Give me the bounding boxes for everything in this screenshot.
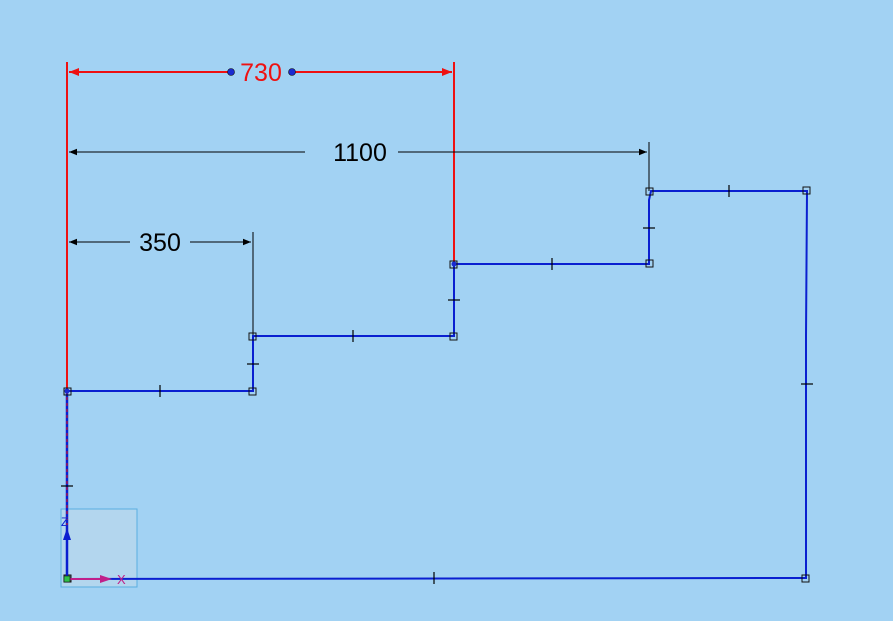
x-axis-label: X (117, 572, 126, 587)
dimension-350[interactable]: 350 (69, 229, 254, 336)
vertex-markers[interactable] (63, 186, 811, 583)
vertex-marker[interactable] (248, 332, 257, 341)
dimension-730-handle-right[interactable] (288, 68, 296, 76)
z-axis-label: Z (61, 515, 68, 529)
midpoint-markers (61, 185, 813, 584)
vertex-marker[interactable] (801, 574, 810, 583)
vertex-marker[interactable] (449, 332, 458, 341)
x-axis-arrow (100, 575, 112, 583)
vertex-dot-step (451, 261, 457, 267)
dimension-730-label[interactable]: 730 (240, 59, 282, 87)
axis-triad-box (60, 508, 138, 588)
dimension-730[interactable]: 730 (66, 59, 455, 392)
vertex-marker[interactable] (449, 260, 458, 269)
axis-triad: Z X (61, 515, 126, 587)
vertex-marker[interactable] (802, 186, 811, 195)
origin-marker (63, 575, 71, 583)
vertex-marker[interactable] (645, 259, 654, 268)
profile-line[interactable] (66, 190, 809, 580)
dimension-1100-label[interactable]: 1100 (333, 139, 387, 167)
vertex-marker[interactable] (645, 187, 654, 196)
z-axis-arrow (63, 528, 71, 540)
vertex-dot-left (64, 388, 70, 394)
dimension-1100[interactable]: 1100 (69, 139, 650, 191)
vertex-marker[interactable] (248, 387, 257, 396)
vertex-marker[interactable] (63, 387, 72, 396)
dimension-730-handle-left[interactable] (227, 68, 235, 76)
dimension-350-label[interactable]: 350 (139, 229, 181, 257)
